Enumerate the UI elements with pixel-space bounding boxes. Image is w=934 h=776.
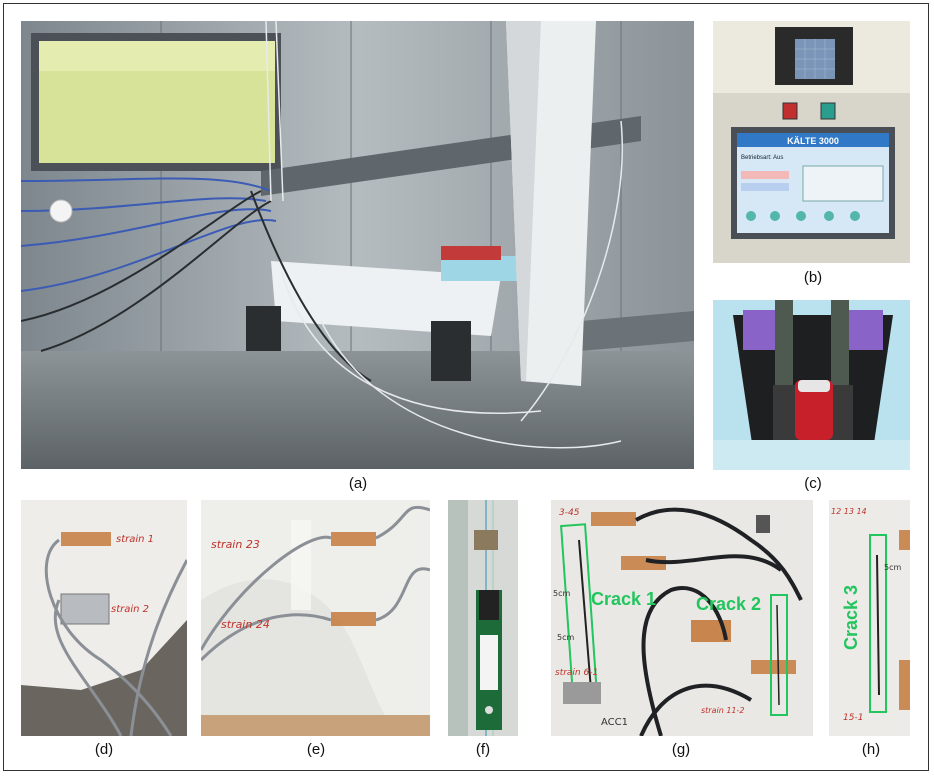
- label-strain-24: strain 24: [221, 618, 270, 631]
- photo-f-accelerometer: [448, 500, 518, 736]
- hw-g-1: strain 6-1: [555, 668, 598, 678]
- hw-g-4: 5cm: [557, 633, 574, 642]
- label-strain-2: strain 2: [111, 604, 149, 615]
- label-strain-23: strain 23: [211, 538, 260, 551]
- hw-h-0: 12 13 14: [831, 507, 867, 516]
- photo-d-strain-gauges: strain 1 strain 2: [21, 500, 187, 736]
- label-crack-2: Crack 2: [696, 594, 761, 614]
- photo-g-cracks: Crack 1 Crack 2 3-45 strain 6-1 ACC1 5cm…: [551, 500, 813, 736]
- caption-h: (h): [861, 741, 881, 758]
- panel-b-status: Betriebsart: Aus: [741, 155, 783, 161]
- photo-h-crack-3: Crack 3 12 13 14 5cm 15-1: [829, 500, 910, 736]
- hw-h-1: 5cm: [884, 563, 901, 572]
- photo-e-strain-gauges: strain 23 strain 24: [201, 500, 430, 736]
- hw-g-3: 5cm: [553, 589, 570, 598]
- panel-b-brand: KÄLTE 3000: [787, 136, 839, 146]
- caption-c: (c): [804, 475, 822, 492]
- caption-a: (a): [348, 475, 368, 492]
- hw-g-0: 3-45: [559, 508, 580, 518]
- photo-c-sensor-housing: [713, 300, 910, 470]
- label-strain-1: strain 1: [116, 534, 154, 545]
- photo-a-test-chamber: [21, 21, 694, 469]
- caption-b: (b): [803, 269, 823, 286]
- photo-b-control-panel: KÄLTE 3000 Betriebsart: Aus: [713, 21, 910, 263]
- caption-g: (g): [671, 741, 691, 758]
- caption-f: (f): [475, 741, 491, 758]
- label-crack-3: Crack 3: [841, 585, 861, 650]
- caption-d: (d): [94, 741, 114, 758]
- label-crack-1: Crack 1: [591, 589, 656, 609]
- hw-g-5: strain 11-2: [701, 706, 745, 715]
- hw-g-2: ACC1: [601, 717, 628, 728]
- hw-h-2: 15-1: [843, 713, 863, 723]
- caption-e: (e): [306, 741, 326, 758]
